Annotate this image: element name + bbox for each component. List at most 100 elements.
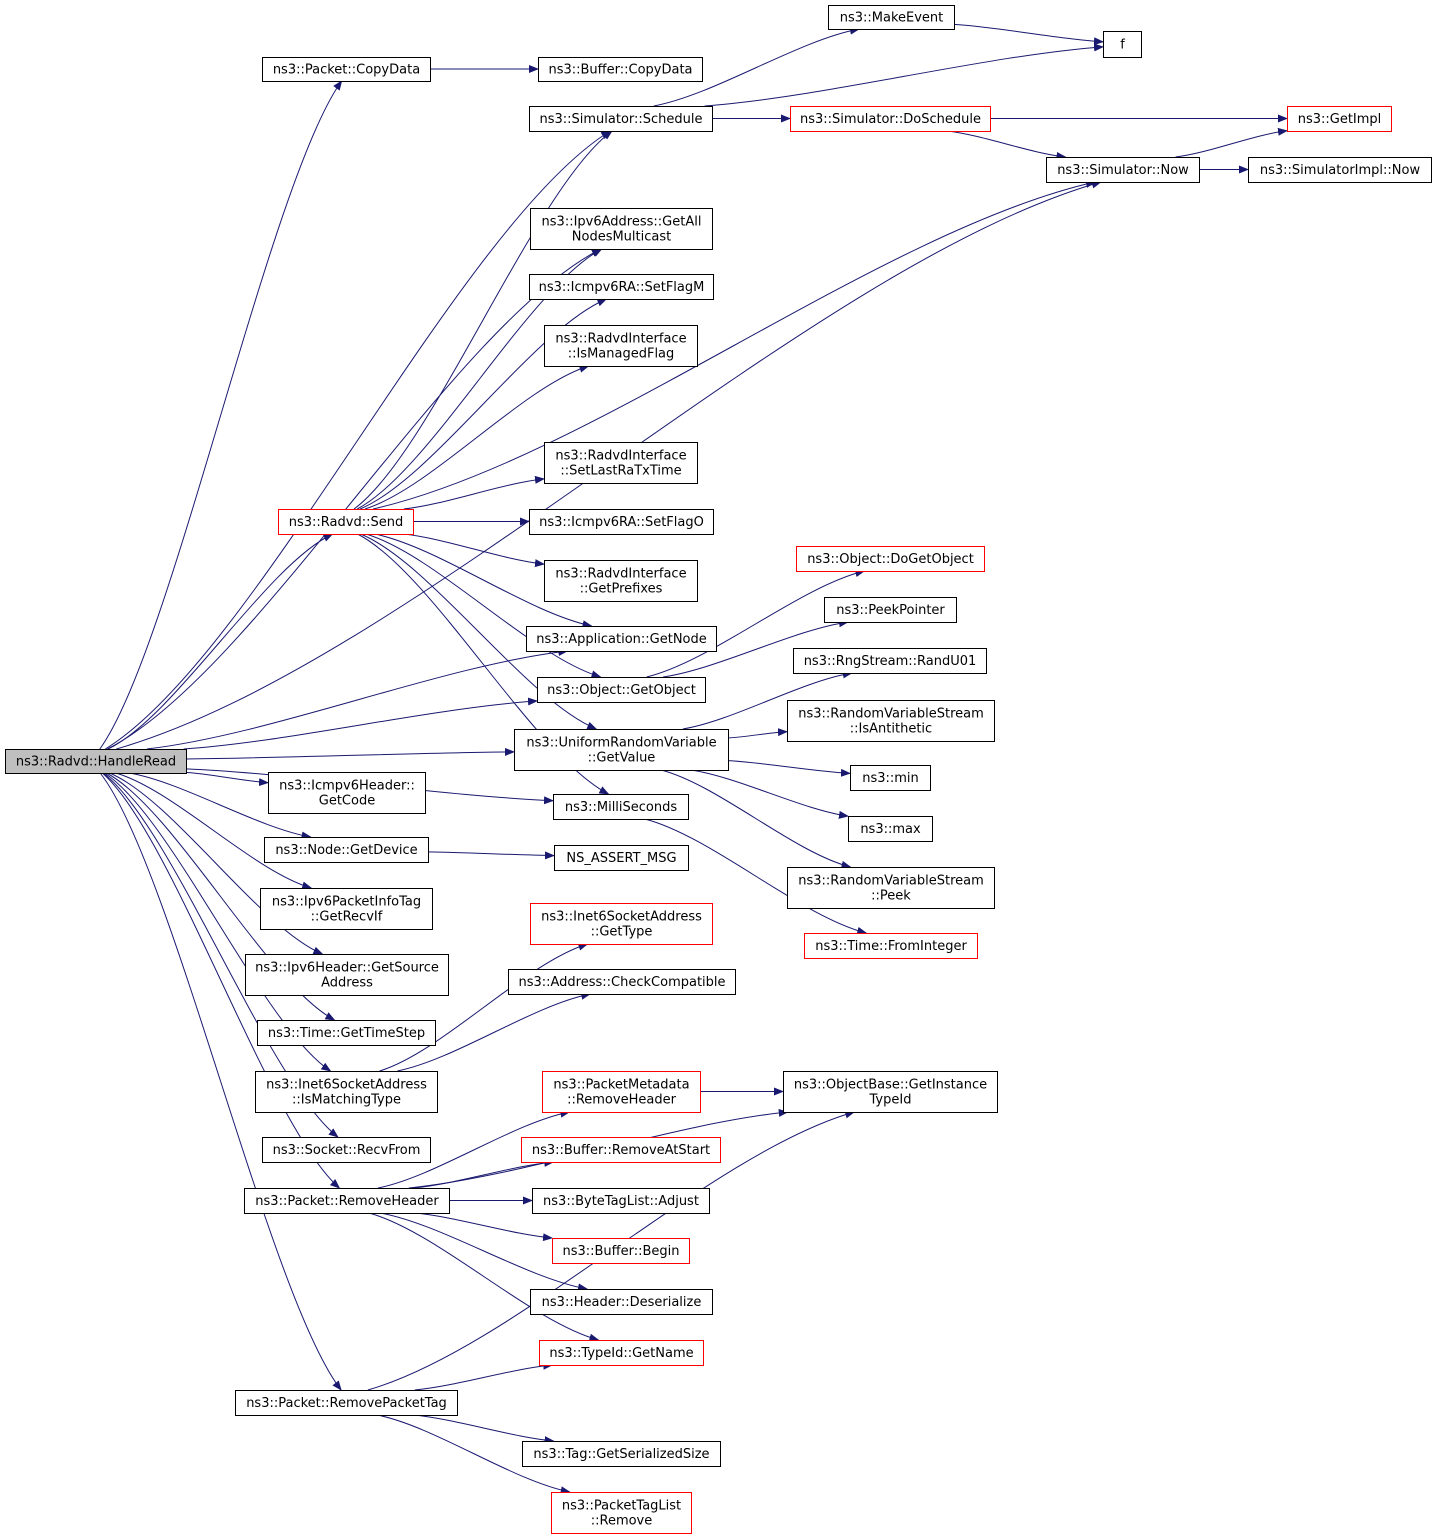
node-makeevent[interactable]: ns3::MakeEvent [828,5,955,30]
node-label: ns3::ByteTagList::Adjust [543,1194,699,1209]
node-rvs-peek[interactable]: ns3::RandomVariableStream::Peek [787,867,995,909]
node-sim-doschedule[interactable]: ns3::Simulator::DoSchedule [790,106,991,132]
edge-sim_doschedule-to-sim_now [946,130,1067,160]
node-packet-removepackettag[interactable]: ns3::Packet::RemovePacketTag [235,1390,458,1416]
node-box [268,772,426,814]
node-label: ns3::Simulator::Schedule [539,112,702,127]
node-radvdif-ismanaged[interactable]: ns3::RadvdInterface::IsManagedFlag [544,325,698,367]
node-typeid-getname[interactable]: ns3::TypeId::GetName [539,1340,704,1366]
node-milliseconds[interactable]: ns3::MilliSeconds [553,794,689,820]
node-randu01[interactable]: ns3::RngStream::RandU01 [793,648,987,674]
node-node-getdevice[interactable]: ns3::Node::GetDevice [264,837,429,863]
node-box [508,969,736,995]
node-label: ns3::UniformRandomVariable [526,736,716,751]
node-label: ::GetRecvIf [311,910,383,925]
node-radvdif-getprefixes[interactable]: ns3::RadvdInterface::GetPrefixes [544,560,698,602]
edge-handle_read-to-packet_removepackettag [99,772,342,1391]
node-ns-assert-msg[interactable]: NS_ASSERT_MSG [554,845,689,871]
edge-handle_read-to-sim_schedule [105,130,612,750]
node-tag-getserializedsize[interactable]: ns3::Tag::GetSerializedSize [522,1441,721,1467]
node-buffer-removeatstart[interactable]: ns3::Buffer::RemoveAtStart [521,1137,721,1163]
node-radvd-send[interactable]: ns3::Radvd::Send [278,509,414,535]
node-icmp-setflagm[interactable]: ns3::Icmpv6RA::SetFlagM [529,274,714,300]
edge-sim_schedule-to-makeevent [653,26,861,107]
node-box [5,749,187,774]
node-box [514,729,729,771]
node-box [544,325,698,367]
node-f[interactable]: f [1103,31,1142,58]
node-socket-recvfrom[interactable]: ns3::Socket::RecvFrom [262,1137,431,1163]
node-label: ns3::Buffer::Begin [562,1244,679,1259]
node-label: ::RemoveHeader [567,1093,677,1108]
edge-packet_removepackettag-to-tag_getserializedsize [413,1414,555,1445]
node-box [1248,157,1432,183]
node-getimpl[interactable]: ns3::GetImpl [1287,106,1392,132]
node-bytetaglist-adjust[interactable]: ns3::ByteTagList::Adjust [532,1188,710,1214]
node-peekpointer[interactable]: ns3::PeekPointer [824,597,957,623]
node-packettaglist-remove[interactable]: ns3::PacketTagList::Remove [551,1492,692,1534]
node-buffer-copydata[interactable]: ns3::Buffer::CopyData [538,57,703,82]
node-app-getnode[interactable]: ns3::Application::GetNode [526,626,717,652]
node-label: ::GetType [591,925,653,940]
edge-milliseconds-to-time_frominteger [644,818,868,935]
node-box [538,57,703,82]
node-simimpl-now[interactable]: ns3::SimulatorImpl::Now [1248,157,1432,183]
node-box [1103,31,1142,58]
node-label: ns3::Time::FromInteger [815,939,967,954]
node-object-getobject[interactable]: ns3::Object::GetObject [537,677,706,703]
node-label: ns3::Ipv6PacketInfoTag [272,895,421,910]
edge-packet_removeheader-to-buffer_begin [414,1212,553,1242]
node-icmp-setflago[interactable]: ns3::Icmpv6RA::SetFlagO [529,509,714,535]
node-time-frominteger[interactable]: ns3::Time::FromInteger [804,933,978,959]
node-label: ns3::Ipv6Header::GetSource [255,961,439,976]
node-header-deserialize[interactable]: ns3::Header::Deserialize [530,1289,713,1315]
node-packet-removeheader[interactable]: ns3::Packet::RemoveHeader [244,1188,450,1214]
edge-inet6_ismatchingtype-to-address_checkcompatible [397,991,592,1072]
node-box [244,1188,450,1214]
node-label: ns3::MakeEvent [840,11,944,26]
node-radvdif-setlastra[interactable]: ns3::RadvdInterface::SetLastRaTxTime [544,442,698,484]
node-buffer-begin[interactable]: ns3::Buffer::Begin [552,1238,690,1264]
edge-urv_getvalue-to-max [690,769,849,819]
node-sim-now[interactable]: ns3::Simulator::Now [1046,157,1200,183]
edge-packet_removepackettag-to-typeid_getname [414,1361,554,1391]
node-box [1046,157,1200,183]
node-min[interactable]: ns3::min [850,765,931,791]
node-box [783,1071,998,1113]
node-box [530,903,713,945]
node-label: ns3::Application::GetNode [536,632,707,647]
node-box [522,1441,721,1467]
node-handle-read[interactable]: ns3::Radvd::HandleRead [5,749,187,774]
node-inet6-ismatchingtype[interactable]: ns3::Inet6SocketAddress::IsMatchingType [255,1071,438,1113]
node-packet-copydata[interactable]: ns3::Packet::CopyData [262,57,431,82]
node-box [257,1020,436,1046]
node-pktmeta-removeheader[interactable]: ns3::PacketMetadata::RemoveHeader [542,1071,701,1113]
edge-object_getobject-to-peekpointer [662,619,849,678]
node-label: ns3::Simulator::DoSchedule [800,112,981,127]
edge-packet_removeheader-to-buffer_removeatstart [413,1158,555,1189]
node-object-dogetobject[interactable]: ns3::Object::DoGetObject [796,546,985,572]
node-sim-schedule[interactable]: ns3::Simulator::Schedule [529,106,713,132]
node-box [848,816,933,842]
node-box [804,933,978,959]
node-time-gettimestep[interactable]: ns3::Time::GetTimeStep [257,1020,436,1046]
node-icmpheader-getcode[interactable]: ns3::Icmpv6Header::GetCode [268,772,426,814]
edge-packet_removeheader-to-typeid_getname [368,1212,600,1342]
node-box [793,648,987,674]
node-layer: ns3::Radvd::HandleRead ns3::Packet::CopyD… [5,5,1432,1534]
node-box [255,1071,438,1113]
node-label: ::GetPrefixes [580,582,663,597]
node-label: ::SetLastRaTxTime [560,464,681,479]
node-label: ns3::Header::Deserialize [542,1295,702,1310]
node-max[interactable]: ns3::max [848,816,933,842]
node-ipv6pktinfo-getrecvif[interactable]: ns3::Ipv6PacketInfoTag::GetRecvIf [260,888,433,930]
node-urv-getvalue[interactable]: ns3::UniformRandomVariable::GetValue [514,729,729,771]
node-address-checkcompatible[interactable]: ns3::Address::CheckCompatible [508,969,736,995]
node-box [551,1492,692,1534]
node-inet6-gettype[interactable]: ns3::Inet6SocketAddress::GetType [530,903,713,945]
node-rvs-isantithetic[interactable]: ns3::RandomVariableStream::IsAntithetic [787,700,995,742]
